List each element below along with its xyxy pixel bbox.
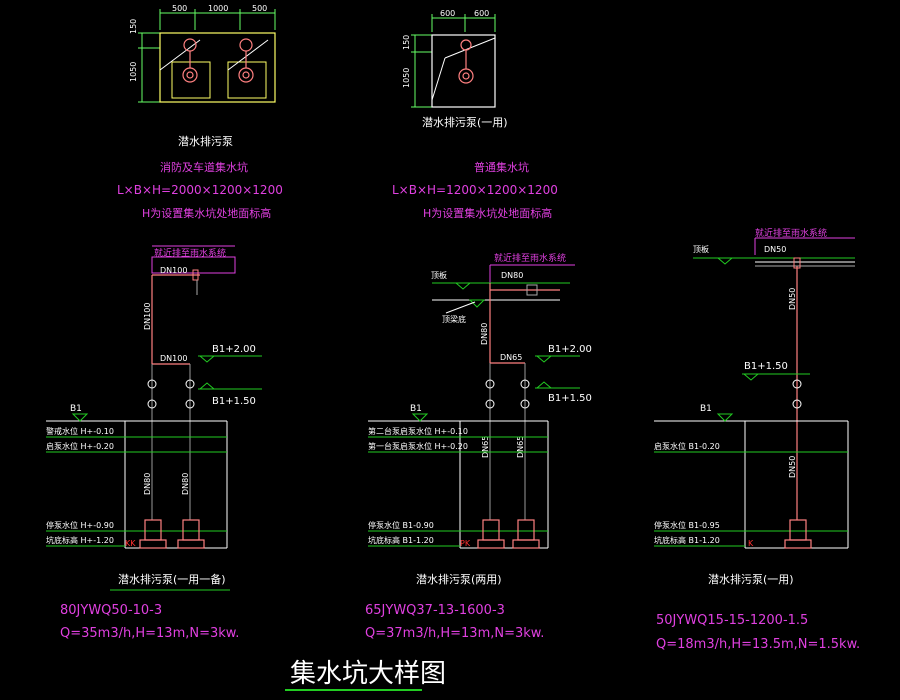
dn-header: DN65 xyxy=(500,353,522,362)
top-middle-plan: 600 600 150 1050 潜水排污泵(一用) 普通集水坑 L×B×H=1… xyxy=(392,9,558,220)
pit-note: H为设置集水坑处地面标高 xyxy=(423,206,552,220)
elev1: B1+1.50 xyxy=(744,361,788,372)
params: Q=37m3/h,H=13m,N=3kw. xyxy=(365,626,544,641)
level-2: 停泵水位 B1-0.95 xyxy=(654,520,720,530)
dim-top-1: 500 xyxy=(172,4,187,13)
dn-pipe1: DN80 xyxy=(143,473,152,495)
mark: KK xyxy=(125,539,136,548)
level-2: 第一台泵启泵水位 H+-0.20 xyxy=(368,441,468,451)
caption: 潜水排污泵 xyxy=(178,134,233,148)
pit-size: L×B×H=1200×1200×1200 xyxy=(392,183,558,197)
level-1: 启泵水位 B1-0.20 xyxy=(654,441,720,451)
section-middle: 就近排至雨水系统 DN80 顶板 顶梁底 DN80 DN65 B1+2.00 B… xyxy=(365,252,592,641)
elev2: B1+1.50 xyxy=(212,396,256,407)
dim-top-1: 600 xyxy=(440,9,455,18)
pump-body-icon xyxy=(477,519,540,549)
discharge-label: 就近排至雨水系统 xyxy=(154,247,226,259)
dim-side-1: 150 xyxy=(129,19,138,34)
caption: 潜水排污泵(一用) xyxy=(422,115,508,129)
dn-header: DN100 xyxy=(160,354,187,363)
pit-name: 消防及车道集水坑 xyxy=(160,160,248,174)
dim-top-2: 600 xyxy=(474,9,489,18)
dn-pipe2: DN80 xyxy=(181,473,190,495)
elev1: B1+2.00 xyxy=(212,344,256,355)
ground-label: 顶板 xyxy=(431,270,447,280)
mark: PK xyxy=(460,539,471,548)
dn-riser: DN80 xyxy=(480,323,489,345)
floor-label: B1 xyxy=(70,404,82,414)
level-3: 停泵水位 B1-0.90 xyxy=(368,520,434,530)
elev2: B1+1.50 xyxy=(548,393,592,404)
valve-icon xyxy=(792,379,802,409)
dim-top-2: 1000 xyxy=(208,4,228,13)
dim-side-2: 1050 xyxy=(402,68,411,88)
section-title: 潜水排污泵(一用) xyxy=(708,572,794,586)
pump-icon xyxy=(458,39,474,84)
section-left: 就近排至雨水系统 DN100 DN100 DN100 B1+2.00 B1+1.… xyxy=(46,245,262,641)
dim-top-3: 500 xyxy=(252,4,267,13)
pit-note: H为设置集水坑处地面标高 xyxy=(142,206,271,220)
dn-top: DN50 xyxy=(764,245,786,254)
pump-icon xyxy=(182,38,254,83)
model: 80JYWQ50-10-3 xyxy=(60,603,162,618)
discharge-label: 就近排至雨水系统 xyxy=(755,227,827,239)
dim-side-1: 150 xyxy=(402,35,411,50)
top-left-plan: 500 1000 500 150 1050 潜水排污泵 消防及车道集水坑 L×B… xyxy=(117,4,283,220)
section-title: 潜水排污泵(两用) xyxy=(416,572,502,586)
ground-label: 顶板 xyxy=(693,244,709,254)
dn-pipe1: DN65 xyxy=(481,436,490,458)
valve-icon xyxy=(147,379,195,409)
level-3: 坑底标高 B1-1.20 xyxy=(654,535,720,545)
model: 50JYWQ15-15-1200-1.5 xyxy=(656,613,808,628)
section-right: 就近排至雨水系统 DN50 顶板 DN50 B1+1.50 DN50 B1 启泵… xyxy=(654,227,860,652)
level-4: 坑底标高 H+-1.20 xyxy=(46,535,114,545)
discharge-label: 就近排至雨水系统 xyxy=(494,252,566,264)
params: Q=35m3/h,H=13m,N=3kw. xyxy=(60,626,239,641)
dim-side-2: 1050 xyxy=(129,62,138,82)
level-1: 第二台泵启泵水位 H+-0.10 xyxy=(368,426,468,436)
params: Q=18m3/h,H=13.5m,N=1.5kw. xyxy=(656,637,860,652)
beam-label: 顶梁底 xyxy=(442,314,466,324)
level-2: 启泵水位 H+-0.20 xyxy=(46,441,114,451)
section-title: 潜水排污泵(一用一备) xyxy=(118,572,226,586)
level-3: 停泵水位 H+-0.90 xyxy=(46,520,114,530)
floor-label: B1 xyxy=(410,404,422,414)
pit-size: L×B×H=2000×1200×1200 xyxy=(117,183,283,197)
drawing-title: 集水坑大样图 xyxy=(290,659,446,689)
pump-body-icon xyxy=(784,519,812,549)
pit-name: 普通集水坑 xyxy=(474,160,529,174)
valve-icon xyxy=(485,379,530,409)
dn-riser: DN50 xyxy=(788,288,797,310)
mark: K xyxy=(748,539,754,548)
model: 65JYWQ37-13-1600-3 xyxy=(365,603,505,618)
level-1: 警戒水位 H+-0.10 xyxy=(46,426,114,436)
dn-pipe2: DN65 xyxy=(516,436,525,458)
dn-riser: DN100 xyxy=(143,303,152,330)
level-4: 坑底标高 B1-1.20 xyxy=(368,535,434,545)
elev1: B1+2.00 xyxy=(548,344,592,355)
dn-top: DN80 xyxy=(501,271,523,280)
dn-pipe: DN50 xyxy=(788,456,797,478)
floor-label: B1 xyxy=(700,404,712,414)
dn-top: DN100 xyxy=(160,266,187,275)
pump-body-icon xyxy=(139,519,205,549)
